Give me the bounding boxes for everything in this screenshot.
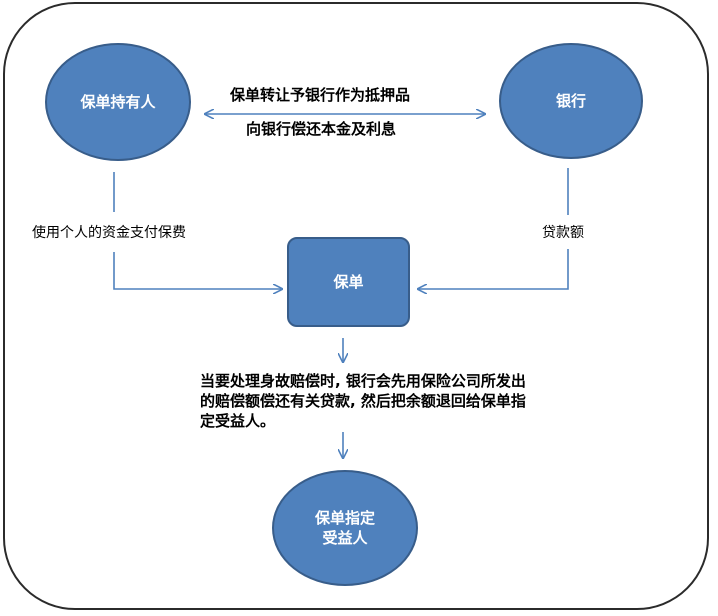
policy-node: 保单 [287,237,410,327]
policy-holder-label: 保单持有人 [80,93,156,111]
settlement-note: 当要处理身故赔偿时, 银行会先用保险公司所发出 的赔偿额偿还有关贷款, 然后把余… [200,371,570,431]
policy-holder-node: 保单持有人 [45,43,191,161]
settlement-note-line2: 的赔偿额偿还有关贷款, 然后把余额退回给保单指 [200,392,526,410]
pay-premium-label: 使用个人的资金支付保费 [32,224,186,243]
beneficiary-label-line1: 保单指定 [314,509,375,527]
transfer-to-bank-label: 保单转让予银行作为抵押品 [230,86,411,104]
bank-node: 银行 [499,43,643,159]
repay-bank-label: 向银行偿还本金及利息 [246,120,397,138]
beneficiary-node: 保单指定 受益人 [272,470,418,586]
outer-frame [3,2,709,610]
bank-to-policy-arrow-lower [418,249,569,289]
settlement-note-line3: 定受益人。 [200,412,276,430]
policy-label: 保单 [333,273,364,291]
settlement-note-line1: 当要处理身故赔偿时, 银行会先用保险公司所发出 [200,372,526,390]
bank-label: 银行 [555,92,586,110]
holder-to-policy-arrow-lower [113,252,282,289]
beneficiary-label-line2: 受益人 [322,529,368,547]
loan-amount-label: 贷款额 [542,224,584,243]
